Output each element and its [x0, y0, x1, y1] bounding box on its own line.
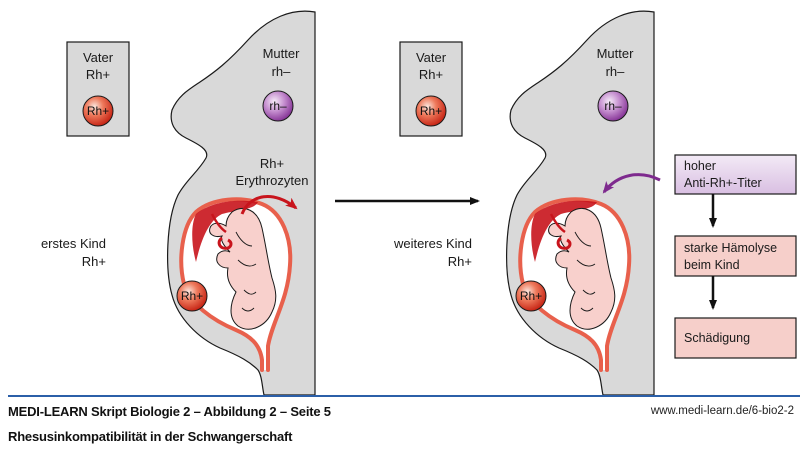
footer-title: MEDI-LEARN Skript Biologie 2 – Abbildung…: [8, 404, 331, 419]
antibody-arrow-icon: [602, 173, 661, 194]
father-title: Vater: [83, 50, 114, 65]
child-rh-plus-cell-icon: [515, 280, 547, 312]
footer-rule: [8, 395, 800, 397]
father-title: Vater: [416, 50, 447, 65]
rh-minus-cell-icon: [262, 90, 294, 122]
hemolysis-box: [674, 235, 797, 277]
father-rh: Rh+: [419, 67, 443, 82]
mother-ball-label: rh–: [269, 99, 287, 113]
footer-url[interactable]: www.medi-learn.de/6-bio2-2: [650, 405, 794, 417]
rhesus-diagram: Vater Rh+ Rh+ Mutter rh– rh– Rh+ Erythro…: [41, 9, 797, 395]
mother-rh: rh–: [272, 64, 292, 79]
father-rh: Rh+: [86, 67, 110, 82]
titer-line-2: Anti-Rh+-Titer: [684, 176, 762, 190]
mother-title: Mutter: [263, 46, 301, 61]
child-ball-label: Rh+: [181, 289, 203, 303]
mother-rh: rh–: [606, 64, 626, 79]
mother-ball-label: rh–: [604, 99, 622, 113]
child-label-2: Rh+: [448, 254, 472, 269]
father-ball-label: Rh+: [420, 104, 442, 118]
damage-line-1: Schädigung: [684, 331, 750, 345]
panel-first-child: Vater Rh+ Rh+ Mutter rh– rh– Rh+ Erythro…: [41, 9, 317, 395]
erythrocytes-label-1: Rh+: [260, 156, 284, 171]
hemolysis-line-1: starke Hämolyse: [684, 241, 777, 255]
father-box: Vater Rh+ Rh+: [66, 41, 130, 137]
rh-minus-cell-icon: [597, 90, 629, 122]
mother-title: Mutter: [597, 46, 635, 61]
child-label-1: weiteres Kind: [393, 236, 472, 251]
child-rh-plus-cell-icon: [176, 280, 208, 312]
titer-line-1: hoher: [684, 159, 716, 173]
rh-plus-cell-icon: [415, 95, 447, 127]
hemolysis-line-2: beim Kind: [684, 258, 740, 272]
father-box-2: Vater Rh+ Rh+: [399, 41, 463, 137]
erythrocytes-label-2: Erythrozyten: [236, 173, 309, 188]
child-label-1: erstes Kind: [41, 236, 106, 251]
damage-box: [674, 317, 797, 359]
child-label-2: Rh+: [82, 254, 106, 269]
consequence-flow: hoher Anti-Rh+-Titer starke Hämolyse bei…: [674, 154, 797, 359]
father-ball-label: Rh+: [87, 104, 109, 118]
panel-subsequent-child: Vater Rh+ Rh+ Mutter rh– rh– weiteres Ki…: [393, 9, 661, 395]
rh-plus-cell-icon: [82, 95, 114, 127]
titer-box: [674, 154, 797, 195]
footer-subtitle: Rhesusinkompatibilität in der Schwangers…: [8, 429, 293, 444]
child-ball-label: Rh+: [520, 289, 542, 303]
erythrocyte-transfer-arrow-icon: [240, 195, 298, 215]
